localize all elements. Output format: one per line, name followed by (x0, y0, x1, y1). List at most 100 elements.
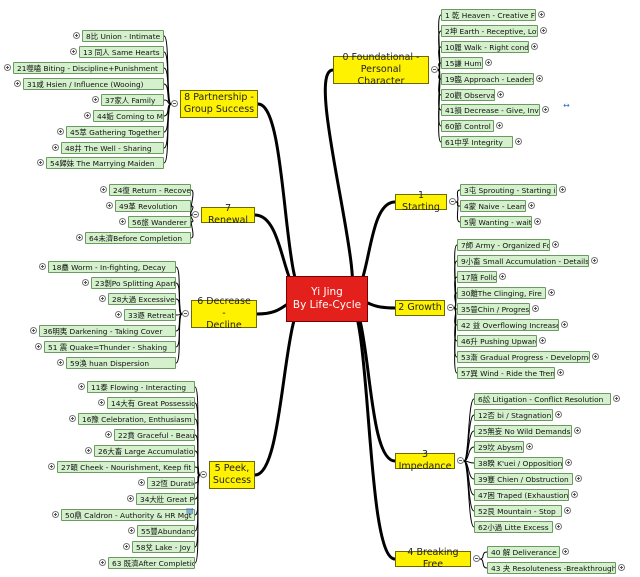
hexagram-topic[interactable]: 42 益 Overflowing Increase (457, 319, 559, 331)
branch-topic-renewal[interactable]: 7 Renewal (201, 203, 255, 226)
hexagram-topic[interactable]: 29坎 Abysmal (474, 441, 524, 453)
hexagram-topic[interactable]: 32恆 Duration (147, 477, 195, 489)
expand-toggle-icon[interactable] (532, 305, 539, 312)
expand-toggle-icon[interactable] (35, 343, 42, 350)
expand-toggle-icon[interactable] (613, 395, 620, 402)
expand-toggle-icon[interactable] (555, 523, 562, 530)
hexagram-topic[interactable]: 21噬嗑 Biting - Discipline+Punishment (13, 62, 164, 74)
hexagram-topic[interactable]: 63 既濟After Completion (108, 557, 195, 569)
expand-toggle-icon[interactable] (106, 202, 113, 209)
expand-toggle-icon[interactable] (499, 273, 506, 280)
expand-toggle-icon[interactable] (565, 459, 572, 466)
hexagram-topic[interactable]: 27頤 Cheek - Nourishment, Keep fit (57, 461, 195, 473)
hexagram-topic[interactable]: 9小畜 Small Accumulation - Details (457, 255, 589, 267)
note-icon[interactable]: ▤ (186, 506, 194, 515)
hexagram-topic[interactable]: 57巽 Wind - Ride the Trend (457, 367, 555, 379)
hexagram-topic[interactable]: 64未濟Before Completion (85, 232, 191, 244)
hexagram-topic[interactable]: 46升 Pushing Upward (457, 335, 537, 347)
hexagram-topic[interactable]: 2坤 Earth - Receptive, Love (441, 25, 538, 37)
expand-toggle-icon[interactable] (538, 11, 545, 18)
hexagram-topic[interactable]: 54歸妹 The Marrying Maiden (46, 157, 164, 169)
expand-toggle-icon[interactable] (52, 511, 59, 518)
hexagram-topic[interactable]: 34大壯 Great Power (136, 493, 195, 505)
expand-toggle-icon[interactable] (84, 112, 91, 119)
expand-toggle-icon[interactable] (574, 427, 581, 434)
hexagram-topic[interactable]: 51 震 Quake=Thunder - Shaking (44, 341, 176, 353)
hexagram-topic[interactable]: 59渙 huan Dispersion (66, 357, 176, 369)
hexagram-topic[interactable]: 40 解 Deliverance (487, 546, 560, 558)
central-topic[interactable]: Yi Jing By Life-Cycle (286, 276, 368, 322)
hexagram-topic[interactable]: 39蹇 Chien / Obstruction (474, 473, 573, 485)
collapse-toggle-icon[interactable] (449, 198, 456, 205)
expand-toggle-icon[interactable] (78, 383, 85, 390)
collapse-toggle-icon[interactable] (200, 471, 207, 478)
expand-toggle-icon[interactable] (37, 159, 44, 166)
hexagram-topic[interactable]: 45萃 Gathering Together (66, 126, 164, 138)
expand-toggle-icon[interactable] (534, 218, 541, 225)
hexagram-topic[interactable]: 35晉Chin / Progress (457, 303, 530, 315)
expand-toggle-icon[interactable] (73, 32, 80, 39)
hexagram-topic[interactable]: 3屯 Sprouting - Starting is hard (460, 184, 557, 196)
hexagram-topic[interactable]: 20觀 Observation (441, 89, 495, 101)
collapse-toggle-icon[interactable] (447, 304, 454, 311)
expand-toggle-icon[interactable] (536, 75, 543, 82)
hexagram-topic[interactable]: 14大有 Great Possession (107, 397, 195, 409)
expand-toggle-icon[interactable] (496, 122, 503, 129)
branch-topic-impedance[interactable]: 3 Impedance (395, 449, 455, 472)
expand-toggle-icon[interactable] (555, 411, 562, 418)
hexagram-topic[interactable]: 15謙 Humility (441, 57, 483, 69)
hexagram-topic[interactable]: 47困 Traped (Exhaustion) (474, 489, 569, 501)
expand-toggle-icon[interactable] (99, 295, 106, 302)
hexagram-topic[interactable]: 49革 Revolution (115, 200, 191, 212)
hexagram-topic[interactable]: 17隨 Follow (457, 271, 497, 283)
branch-topic-starting[interactable]: 1 Starting (395, 190, 447, 213)
expand-toggle-icon[interactable] (69, 415, 76, 422)
hexagram-topic[interactable]: 33遯 Retreat (124, 309, 176, 321)
hexagram-topic[interactable]: 6訟 Litigation - Conflict Resolution (474, 393, 611, 405)
hexagram-topic[interactable]: 44姤 Coming to Meet (93, 110, 164, 122)
hexagram-topic[interactable]: 25無妄 No Wild Demands (474, 425, 572, 437)
collapse-toggle-icon[interactable] (171, 100, 178, 107)
hexagram-topic[interactable]: 5需 Wanting - wait (460, 216, 532, 228)
hexagram-topic[interactable]: 12否 bi / Stagnation (474, 409, 553, 421)
expand-toggle-icon[interactable] (497, 91, 504, 98)
hexagram-topic[interactable]: 10履 Walk - Right conduct (441, 41, 529, 53)
expand-toggle-icon[interactable] (128, 527, 135, 534)
collapse-toggle-icon[interactable] (182, 310, 189, 317)
hexagram-topic[interactable]: 30離The Clinging, Fire (457, 287, 546, 299)
expand-toggle-icon[interactable] (557, 369, 564, 376)
branch-topic-foundational[interactable]: 0 Foundational - Personal Character (333, 52, 429, 87)
expand-toggle-icon[interactable] (4, 64, 11, 71)
hexagram-topic[interactable]: 28大過 Excessive (108, 293, 176, 305)
expand-toggle-icon[interactable] (528, 202, 535, 209)
expand-toggle-icon[interactable] (70, 48, 77, 55)
expand-toggle-icon[interactable] (76, 234, 83, 241)
expand-toggle-icon[interactable] (562, 548, 569, 555)
hexagram-topic[interactable]: 58兌 Lake - Joy (132, 541, 195, 553)
expand-toggle-icon[interactable] (30, 327, 37, 334)
collapse-toggle-icon[interactable] (473, 555, 480, 562)
expand-toggle-icon[interactable] (552, 241, 559, 248)
hexagram-topic[interactable]: 43 夬 Resoluteness -Breakthrough (487, 562, 616, 574)
hexagram-topic[interactable]: 19臨 Approach - Leadership (441, 73, 534, 85)
expand-toggle-icon[interactable] (105, 431, 112, 438)
expand-toggle-icon[interactable] (485, 59, 492, 66)
expand-toggle-icon[interactable] (14, 80, 21, 87)
hexagram-topic[interactable]: 31咸 Hsien / Influence (Wooing) (23, 78, 164, 90)
hexagram-topic[interactable]: 4蒙 Naive - Learning (460, 200, 526, 212)
expand-toggle-icon[interactable] (99, 559, 106, 566)
hexagram-topic[interactable]: 55豐Abundance (137, 525, 195, 537)
expand-toggle-icon[interactable] (542, 106, 549, 113)
branch-topic-breaking-free[interactable]: 4 Breaking Free (395, 547, 471, 570)
hexagram-topic[interactable]: 11泰 Flowing - Interacting (87, 381, 195, 393)
expand-toggle-icon[interactable] (57, 128, 64, 135)
expand-toggle-icon[interactable] (100, 186, 107, 193)
expand-toggle-icon[interactable] (39, 263, 46, 270)
hexagram-topic[interactable]: 56旅 Wanderer (128, 216, 191, 228)
expand-toggle-icon[interactable] (526, 443, 533, 450)
hyperlink-icon[interactable]: ↔ (563, 101, 570, 110)
hexagram-topic[interactable]: 16豫 Celebration, Enthusiasm (78, 413, 195, 425)
hexagram-topic[interactable]: 53漸 Gradual Progress - Development (457, 351, 590, 363)
expand-toggle-icon[interactable] (559, 186, 566, 193)
expand-toggle-icon[interactable] (57, 359, 64, 366)
